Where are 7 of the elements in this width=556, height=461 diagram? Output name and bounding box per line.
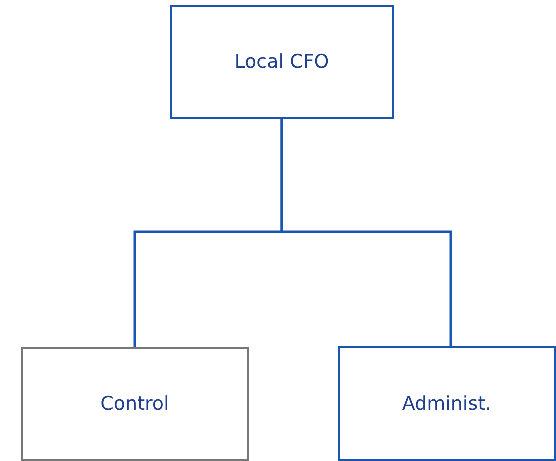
- box-label: Local CFO: [234, 51, 330, 73]
- org-box: [170, 5, 394, 119]
- org-box: [21, 347, 249, 461]
- connector-line: [280, 119, 452, 346]
- box-label: Control: [100, 393, 170, 415]
- box-label: Administ.: [402, 392, 492, 414]
- org-box: [338, 346, 556, 461]
